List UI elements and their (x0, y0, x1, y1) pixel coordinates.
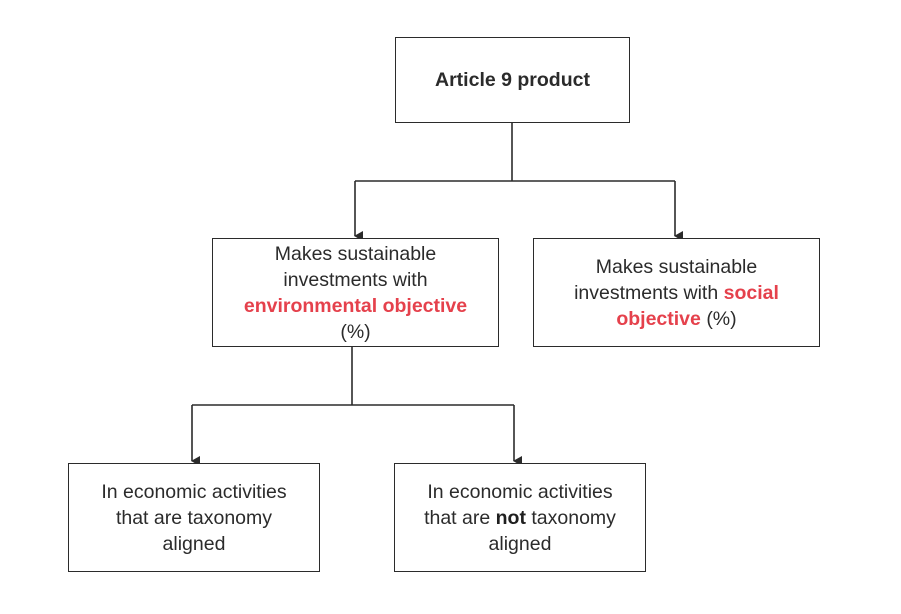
aligned-line-1: In economic activities (101, 480, 287, 503)
article-9-product-label: Article 9 product (435, 69, 590, 91)
article-9-product-box: Article 9 product (395, 37, 630, 123)
social-line-2-prefix: investments with (574, 281, 719, 304)
not-aligned-line-2-prefix: that are (424, 506, 491, 529)
aligned-line-2: that are taxonomy (115, 506, 273, 529)
social-percent-suffix: (%) (706, 307, 737, 330)
aligned-line-3: aligned (162, 532, 226, 555)
not-aligned-line-3: aligned (488, 532, 552, 555)
not-taxonomy-aligned-box: In economic activities that are not taxo… (394, 463, 646, 572)
taxonomy-aligned-box: In economic activities that are taxonomy… (68, 463, 320, 572)
environmental-objective-box: Makes sustainable investments with envir… (212, 238, 499, 347)
environmental-percent-suffix: (%) (340, 320, 371, 343)
environmental-line-1: Makes sustainable (274, 242, 437, 265)
social-objective-box: Makes sustainable investments with socia… (533, 238, 820, 347)
objective-highlight: objective (616, 307, 701, 330)
not-aligned-line-1: In economic activities (427, 480, 613, 503)
environmental-line-2: investments with (283, 268, 428, 291)
social-highlight: social (723, 281, 779, 304)
environmental-objective-highlight: environmental objective (243, 294, 468, 317)
not-aligned-line-2-suffix: taxonomy (531, 506, 616, 529)
not-emphasis: not (495, 506, 526, 529)
social-line-1: Makes sustainable (595, 255, 758, 278)
